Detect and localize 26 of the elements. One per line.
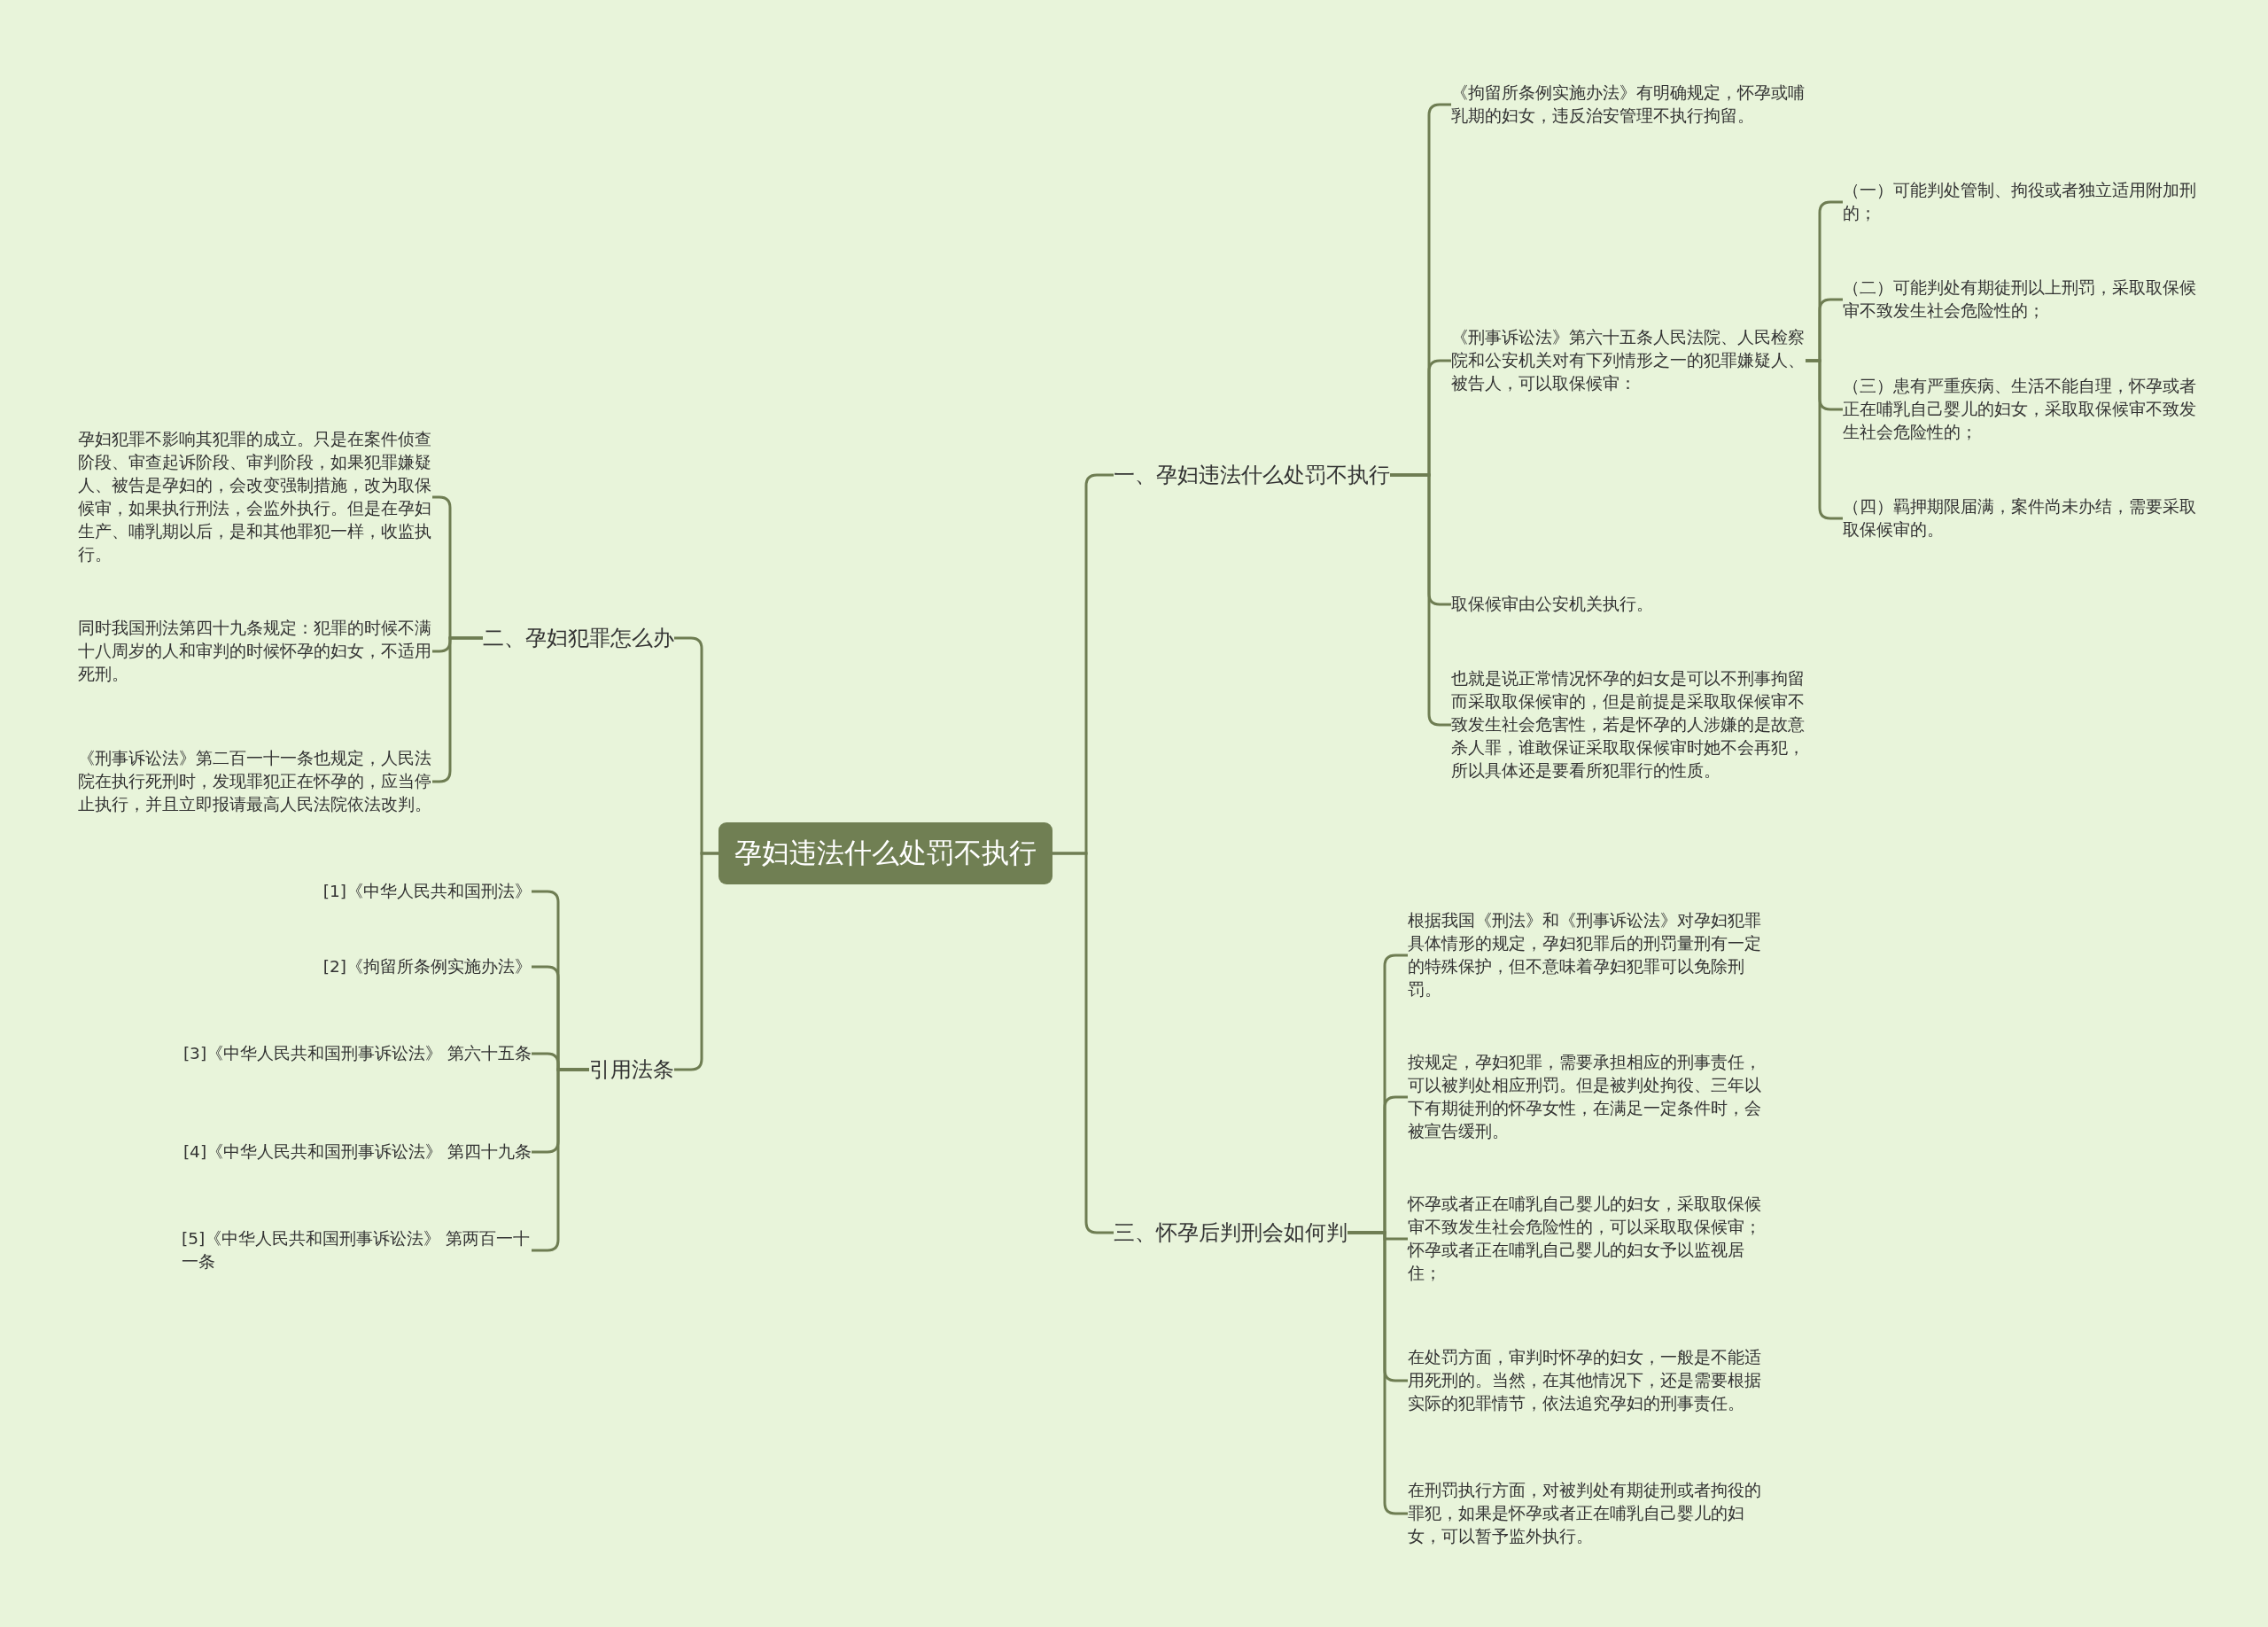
topic-text: （二）可能判处有期徒刑以上刑罚，采取取保候审不致发生社会危险性的； <box>1843 276 2202 323</box>
topic-text: 取保候审由公安机关执行。 <box>1451 593 1653 616</box>
topic-text: 在刑罚执行方面，对被判处有期徒刑或者拘役的罪犯，如果是怀孕或者正在哺乳自己婴儿的妇女，可以暂予监外执行。 <box>1408 1479 1762 1548</box>
topic-text: 《刑事诉讼法》第二百一十一条也规定，人民法院在执行死刑时，发现罪犯正在怀孕的，应当停止执行，并且立即报请最高人民法院依法改判。 <box>78 747 432 816</box>
central-topic: 孕妇违法什么处罚不执行 <box>718 822 1052 884</box>
topic-text: 孕妇犯罪不影响其犯罪的成立。只是在案件侦查阶段、审查起诉阶段、审判阶段，如果犯罪嫌疑人、被告是孕妇的，会改变强制措施，改为取保候审，如果执行刑法，会监外执行。但是在孕妇生产、哺乳期以后，是和其他罪犯一样，收监执行。 <box>78 428 432 566</box>
topic-text: [2]《拘留所条例实施办法》 <box>322 955 532 978</box>
topic-text: 也就是说正常情况怀孕的妇女是可以不刑事拘留而采取取保候审的，但是前提是采取取保候审不致发生社会危害性，若是怀孕的人涉嫌的是故意杀人罪，谁敢保证采取取保候审时她不会再犯，所以具体还是要看所犯罪行的性质。 <box>1451 667 1806 782</box>
branch-topic: 三、怀孕后判刑会如何判 <box>1114 1217 1348 1249</box>
branch-topic: 引用法条 <box>589 1054 674 1086</box>
branch-topic: 一、孕妇违法什么处罚不执行 <box>1114 459 1390 491</box>
topic-text: 《刑事诉讼法》第六十五条人民法院、人民检察院和公安机关对有下列情形之一的犯罪嫌疑人、被告人，可以取保候审： <box>1451 326 1806 395</box>
topic-text: [3]《中华人民共和国刑事诉讼法》 第六十五条 <box>183 1042 532 1065</box>
topic-text: 按规定，孕妇犯罪，需要承担相应的刑事责任，可以被判处相应刑罚。但是被判处拘役、三年以下有期徒刑的怀孕女性，在满足一定条件时，会被宣告缓刑。 <box>1408 1051 1762 1143</box>
topic-text: [4]《中华人民共和国刑事诉讼法》 第四十九条 <box>183 1140 532 1164</box>
topic-text: [1]《中华人民共和国刑法》 <box>322 880 532 903</box>
branch-topic: 二、孕妇犯罪怎么办 <box>483 622 674 654</box>
topic-text: 同时我国刑法第四十九条规定：犯罪的时候不满十八周岁的人和审判的时候怀孕的妇女，不适用死刑。 <box>78 617 432 686</box>
topic-text: 《拘留所条例实施办法》有明确规定，怀孕或哺乳期的妇女，违反治安管理不执行拘留。 <box>1451 82 1806 128</box>
topic-text: 怀孕或者正在哺乳自己婴儿的妇女，采取取保候审不致发生社会危险性的，可以采取取保候审；怀孕或者正在哺乳自己婴儿的妇女予以监视居住； <box>1408 1193 1762 1285</box>
topic-text: [5]《中华人民共和国刑事诉讼法》 第两百一十一条 <box>182 1227 532 1273</box>
topic-text: （一）可能判处管制、拘役或者独立适用附加刑的； <box>1843 179 2202 225</box>
topic-text: （四）羁押期限届满，案件尚未办结，需要采取取保候审的。 <box>1843 495 2202 541</box>
topic-text: 根据我国《刑法》和《刑事诉讼法》对孕妇犯罪具体情形的规定，孕妇犯罪后的刑罚量刑有一定的特殊保护，但不意味着孕妇犯罪可以免除刑罚。 <box>1408 909 1762 1001</box>
topic-text: （三）患有严重疾病、生活不能自理，怀孕或者正在哺乳自己婴儿的妇女，采取取保候审不致发生社会危险性的； <box>1843 375 2202 444</box>
topic-text: 在处罚方面，审判时怀孕的妇女，一般是不能适用死刑的。当然，在其他情况下，还是需要根据实际的犯罪情节，依法追究孕妇的刑事责任。 <box>1408 1346 1762 1415</box>
